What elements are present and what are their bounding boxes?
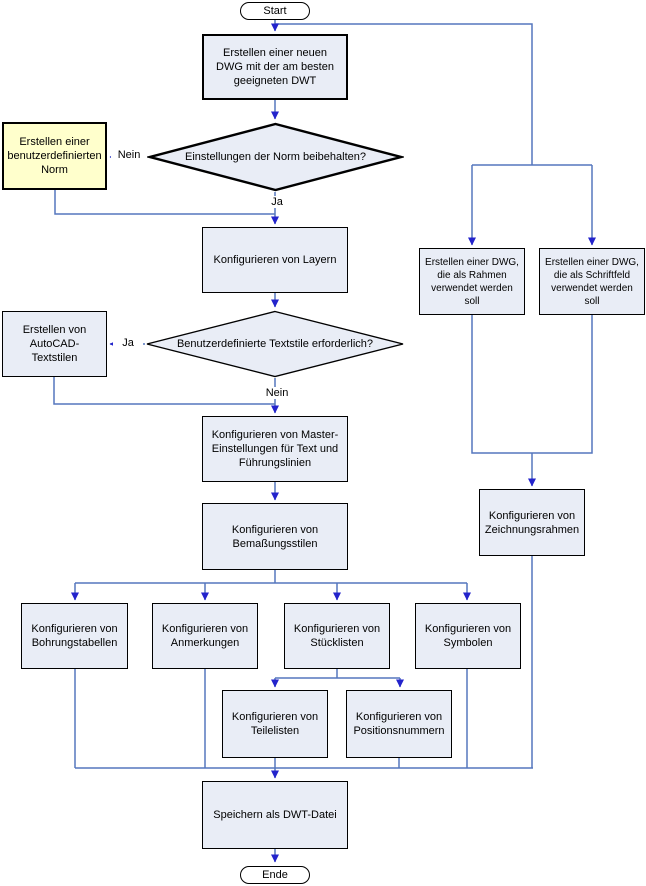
- process-configure-drawing-borders: Konfigurieren von Zeichnungsrahmen: [479, 489, 585, 556]
- process-create-autocad-textstyles: Erstellen von AutoCAD-Textstilen: [2, 311, 107, 377]
- decision-custom-textstyles-label: Benutzerdefinierte Textstile erforderlic…: [176, 338, 374, 350]
- process-save-dwt: Speichern als DWT-Datei: [202, 781, 348, 849]
- edge-label-norm-yes: Ja: [263, 196, 291, 208]
- end-terminator: Ende: [240, 866, 310, 884]
- process-configure-hole-tables: Konfigurieren von Bohrungstabellen: [21, 603, 128, 669]
- connector-routes: [53, 23, 593, 769]
- process-create-new-dwg: Erstellen einer neuen DWG mit der am bes…: [202, 34, 348, 100]
- process-configure-symbols: Konfigurieren von Symbolen: [415, 603, 521, 669]
- process-configure-layers: Konfigurieren von Layern: [202, 227, 348, 293]
- process-configure-balloons: Konfigurieren von Positionsnummern: [346, 690, 452, 758]
- decision-keep-norm: Einstellungen der Norm beibehalten?: [147, 122, 404, 192]
- diamond-shape: [146, 310, 404, 378]
- decision-custom-textstyles: Benutzerdefinierte Textstile erforderlic…: [145, 310, 405, 378]
- diamond-shape: [147, 122, 404, 192]
- process-configure-annotations: Konfigurieren von Anmerkungen: [152, 603, 258, 669]
- decision-keep-norm-label: Einstellungen der Norm beibehalten?: [184, 151, 366, 163]
- edge-label-textstyles-no: Nein: [259, 387, 295, 399]
- process-create-frame-dwg: Erstellen einer DWG, die als Rahmen verw…: [419, 248, 525, 315]
- process-configure-dimension-styles: Konfigurieren von Bemaßungsstilen: [202, 503, 348, 570]
- edge-label-norm-no: Nein: [111, 149, 147, 161]
- process-configure-parts-lists: Konfigurieren von Stücklisten: [284, 603, 390, 669]
- start-terminator: Start: [240, 2, 310, 20]
- process-create-titleblock-dwg: Erstellen einer DWG, die als Schriftfeld…: [539, 248, 645, 315]
- process-configure-item-lists: Konfigurieren von Teilelisten: [222, 690, 328, 758]
- process-create-custom-norm: Erstellen einer benutzerdefinierten Norm: [2, 122, 107, 190]
- edge-label-textstyles-yes: Ja: [113, 337, 143, 349]
- process-configure-master-settings: Konfigurieren von Master-Einstellungen f…: [202, 416, 348, 482]
